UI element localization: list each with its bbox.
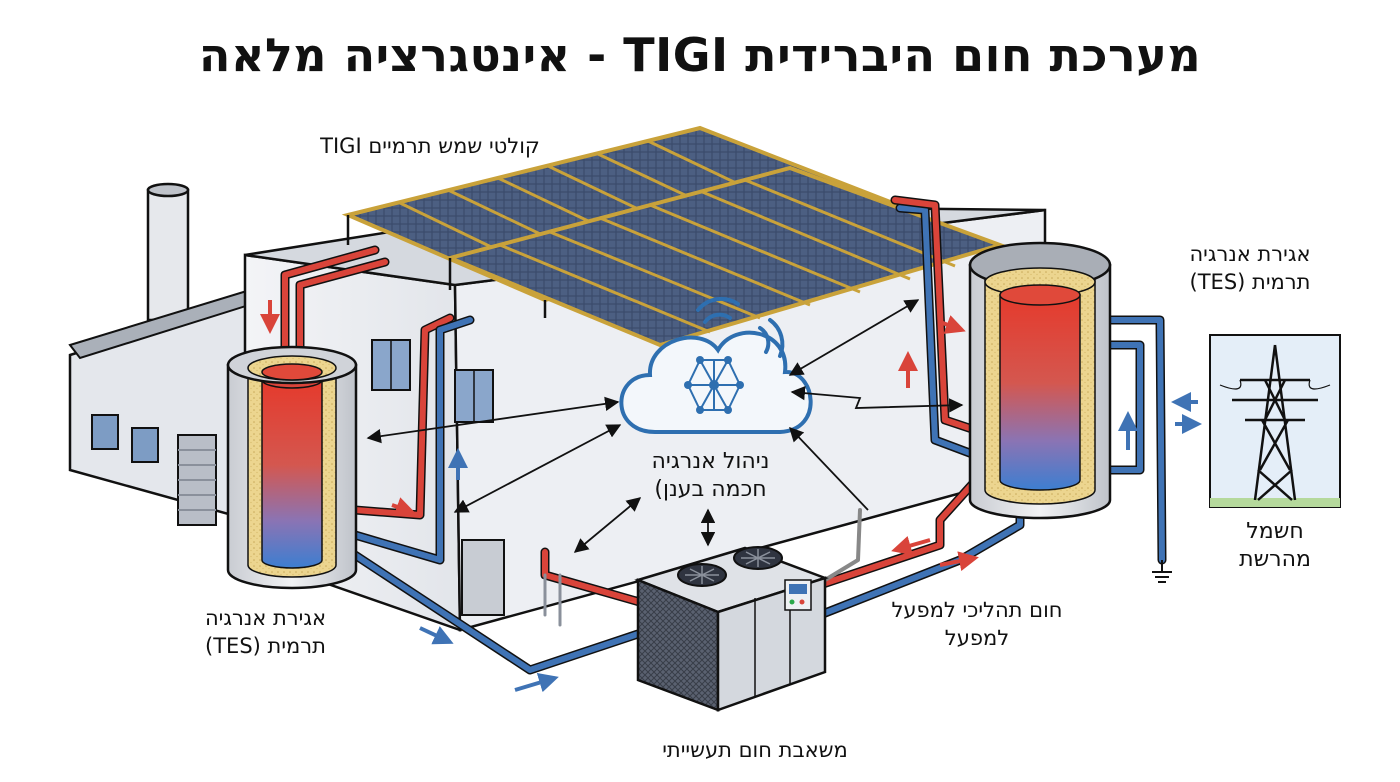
grid-label: חשמל מהרשת <box>1215 518 1335 574</box>
fan-icon <box>677 563 727 587</box>
garage-door <box>177 434 217 526</box>
tes-right-label: אגירת אנרגיה תרמית (TES) <box>1165 240 1335 296</box>
ems-line2: חכמה בענן) <box>654 477 767 502</box>
ground-icon <box>1152 560 1172 583</box>
heat-pump-unit <box>634 546 829 712</box>
control-links <box>366 299 964 553</box>
solar-collectors-text: קולטי שמש תרמיים TIGI <box>320 134 540 158</box>
grid-line1: חשמל <box>1246 519 1304 544</box>
tes-left-label: אגירת אנרגיה תרמית (TES) <box>178 604 353 660</box>
grid-line2: מהרשת <box>1239 547 1311 572</box>
flow-arrows <box>260 300 1202 693</box>
tes-left-line1: אגירת אנרגיה <box>204 606 327 630</box>
tes-tank-left <box>226 345 358 590</box>
solar-collectors-label: קולטי שמש תרמיים TIGI <box>290 132 570 160</box>
tes-tank-right <box>968 241 1112 520</box>
cloud-network-icon <box>619 330 813 434</box>
wifi-icon <box>696 296 785 358</box>
building-door <box>461 539 505 616</box>
tes-right-line2: תרמית (TES) <box>1189 270 1311 294</box>
process-line1: חום תהליכי למפעל <box>891 598 1063 622</box>
transmission-tower-icon <box>1219 344 1331 501</box>
ems-line1: ניהול אנרגיה <box>651 449 770 474</box>
control-panel <box>784 579 812 611</box>
heat-pump-text: משאבת חום תעשייתי <box>662 738 848 762</box>
grid-connection-panel <box>1209 334 1341 508</box>
ems-label: ניהול אנרגיה חכמה בענן) <box>618 448 803 504</box>
fan-icon <box>733 546 783 570</box>
diagram-title: מערכת חום היברידית TIGI - אינטגרציה מלאה <box>198 28 1202 82</box>
process-line2: למפעל <box>944 626 1010 650</box>
chimney <box>146 182 190 322</box>
tes-left-line2: תרמית (TES) <box>205 634 326 658</box>
tes-right-line1: אגירת אנרגיה <box>1189 242 1311 266</box>
process-heat-label: חום תהליכי למפעל למפעל <box>862 596 1092 652</box>
pipes <box>280 195 1167 675</box>
heat-pump-label: משאבת חום תעשייתי <box>620 736 890 764</box>
